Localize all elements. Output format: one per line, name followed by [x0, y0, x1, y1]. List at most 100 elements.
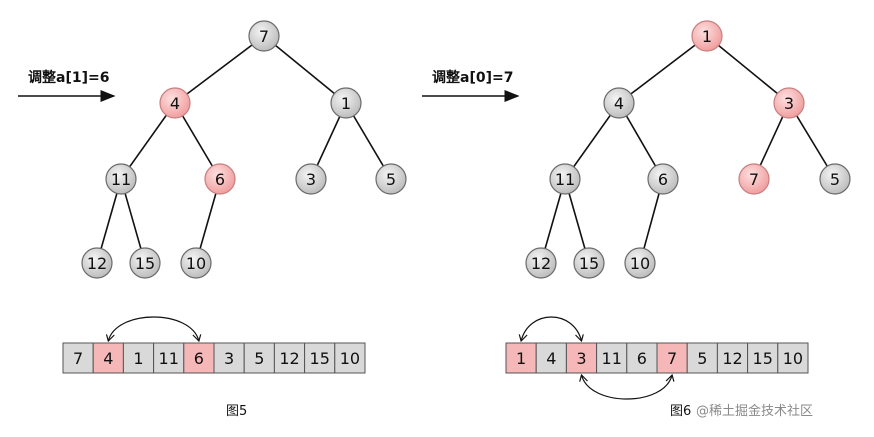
tree-node: 5 [375, 163, 407, 195]
tree-node-circle [375, 163, 407, 195]
array-cell-label: 10 [783, 349, 803, 368]
step-label-2: 调整a[0]=7 [432, 69, 513, 86]
array-cell [304, 342, 336, 374]
tree-node: 12 [81, 247, 113, 279]
tree-node-label: 15 [135, 254, 155, 273]
caption-figure-5: 图5 [226, 404, 247, 419]
swap-arrowhead [575, 334, 584, 343]
tree-node-label: 15 [579, 254, 599, 273]
tree-node-label: 10 [630, 254, 650, 273]
tree-node: 10 [180, 247, 212, 279]
tree-node: 15 [129, 247, 161, 279]
tree-node-circle [204, 163, 236, 195]
tree-node-circle [159, 87, 191, 119]
array-cell-label: 12 [722, 349, 742, 368]
array-cell-label: 1 [516, 349, 526, 368]
tree-node-circle [525, 247, 557, 279]
swap-arrowhead [665, 373, 675, 382]
tree-edge [263, 35, 347, 104]
array-cell-label: 5 [697, 349, 707, 368]
tree-node-label: 6 [215, 170, 225, 189]
tree-node-label: 11 [111, 170, 131, 189]
tree-node-label: 4 [614, 94, 624, 113]
caption-figure-6: 图6 [670, 404, 691, 419]
tree-node: 3 [773, 87, 805, 119]
tree-node-label: 1 [341, 94, 351, 113]
swap-arc [107, 316, 200, 342]
tree-node-label: 11 [555, 170, 575, 189]
tree-node-label: 1 [702, 27, 712, 46]
tree-node: 11 [105, 163, 137, 195]
tree-node: 5 [819, 163, 851, 195]
tree-node-circle [81, 247, 113, 279]
swap-arrowhead [579, 373, 588, 382]
array-cell [656, 342, 688, 374]
array-cell-label: 7 [667, 349, 677, 368]
array-cell-label: 5 [254, 349, 264, 368]
tree-node-circle [573, 247, 605, 279]
tree-edge [618, 35, 708, 104]
array-cell-label: 15 [310, 349, 330, 368]
tree-node-circle [738, 163, 770, 195]
tree-node-label: 7 [259, 27, 269, 46]
array-cell-label: 11 [602, 349, 622, 368]
array-cell-label: 4 [103, 349, 113, 368]
tree-node-circle [330, 87, 362, 119]
array-cell-label: 11 [159, 349, 179, 368]
array-cell [273, 342, 306, 374]
tree-node: 6 [204, 163, 236, 195]
array-cell-label: 10 [340, 349, 360, 368]
swap-arrowhead [105, 334, 115, 343]
array-cell [183, 342, 215, 374]
tree-node-label: 5 [386, 170, 396, 189]
step-label-1: 调整a[1]=6 [28, 69, 109, 86]
array-cell [505, 342, 537, 374]
swap-arc [520, 316, 583, 342]
tree-node-label: 12 [531, 254, 551, 273]
array-cell [243, 342, 275, 374]
tree-node: 7 [248, 20, 280, 52]
array-cell [565, 342, 598, 374]
array-cell [334, 342, 366, 374]
tree-edge [174, 35, 265, 104]
tree-node-label: 7 [749, 170, 759, 189]
array-cell-label: 7 [73, 349, 83, 368]
array-cell [62, 342, 94, 374]
tree-node-label: 12 [87, 254, 107, 273]
tree-node-label: 4 [170, 94, 180, 113]
swap-arc [580, 374, 673, 400]
array-cell-label: 1 [133, 349, 143, 368]
swap-arrowhead [192, 334, 202, 343]
tree-node: 11 [549, 163, 581, 195]
tree-node-circle [248, 20, 280, 52]
tree-edge [706, 35, 790, 104]
tree-node: 3 [295, 163, 327, 195]
tree-node-circle [180, 247, 212, 279]
tree-node-circle [691, 20, 723, 52]
swap-arrowhead [518, 334, 528, 343]
tree-node-circle [624, 247, 656, 279]
tree-node-label: 10 [186, 254, 206, 273]
tree-node: 7 [738, 163, 770, 195]
tree-node: 10 [624, 247, 656, 279]
watermark: @稀土掘金技术社区 [696, 403, 813, 419]
tree-node: 4 [159, 87, 191, 119]
array-cell [747, 342, 779, 374]
tree-node: 12 [525, 247, 557, 279]
tree-node-label: 3 [784, 94, 794, 113]
array-cell-label: 4 [546, 349, 556, 368]
array-cell-label: 3 [576, 349, 586, 368]
tree-node-label: 3 [306, 170, 316, 189]
tree-node-circle [773, 87, 805, 119]
array-cell-label: 6 [194, 349, 204, 368]
tree-node-circle [549, 163, 581, 195]
array-cell-label: 15 [753, 349, 773, 368]
tree-node-circle [295, 163, 327, 195]
array-cell [777, 342, 809, 374]
